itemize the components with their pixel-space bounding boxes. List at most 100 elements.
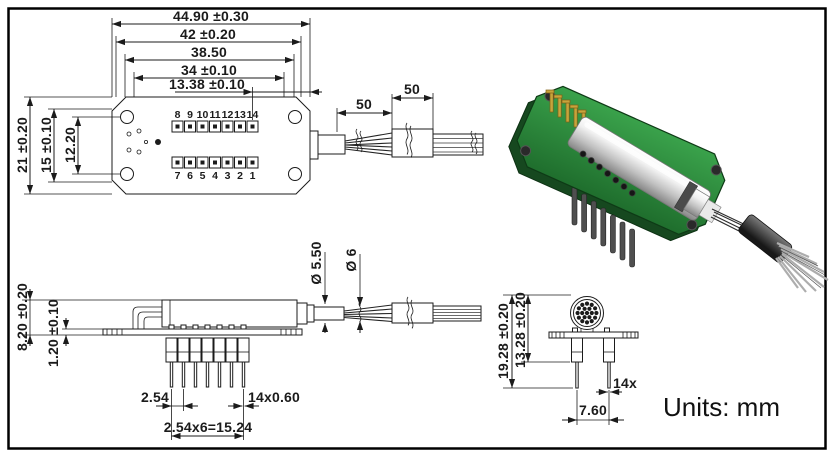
pin-number-row-bottom: 7 6 5 4 3 2 1 <box>175 170 256 182</box>
rect-shape <box>590 200 597 240</box>
circle-shape <box>584 310 590 316</box>
rect-shape <box>188 160 192 165</box>
rect-shape <box>229 361 234 388</box>
path-shape <box>344 142 393 146</box>
boot-snout <box>317 134 346 155</box>
end-cap <box>296 302 308 325</box>
rect-shape <box>571 186 578 226</box>
dim-fiber-length-2: 50 <box>404 81 420 97</box>
dim-fiber-length-1: 50 <box>356 96 372 112</box>
pin-number: 2 <box>237 170 243 182</box>
rect-shape <box>192 324 199 330</box>
dim-body-width: 15 ±0.10 <box>38 117 54 173</box>
top-view: 8 9 10 11 12 13 14 7 6 5 4 3 2 1 <box>14 8 484 195</box>
rect-shape <box>216 324 223 330</box>
dim-hole-span: 34 ±0.10 <box>181 62 237 78</box>
mounting-hole <box>520 145 532 157</box>
rect-shape <box>225 160 230 165</box>
dim-pin-row-span: 2.54x6=15.24 <box>164 419 252 435</box>
pin-number: 8 <box>175 109 181 121</box>
rect-shape <box>168 324 175 330</box>
end-view-dimensions: 19.28 ±0.20 13.28 ±0.20 7.60 14x <box>495 292 637 425</box>
circle-shape <box>136 128 142 134</box>
circle-shape <box>580 310 585 316</box>
pin-stub-top <box>572 327 578 333</box>
rect-shape <box>577 109 587 114</box>
rect-shape <box>610 214 616 254</box>
rect-shape <box>561 99 571 104</box>
path-shape <box>344 132 393 142</box>
rect-shape <box>228 324 235 330</box>
pin-number: 4 <box>212 170 218 182</box>
dim-body-length: 42 ±0.20 <box>180 26 236 42</box>
pin-stubs-top <box>168 324 247 330</box>
side-view: 8.20 ±0.20 1.20 ±0.10 Ø 5.50 Ø 6 2.54 14… <box>14 241 482 440</box>
through-pins <box>169 361 246 388</box>
rect-shape <box>600 207 607 247</box>
rect-shape <box>181 361 186 388</box>
rect-shape <box>225 124 230 129</box>
rect-shape <box>200 160 205 165</box>
path-shape <box>343 304 393 312</box>
pin-number-row-top: 8 9 10 11 12 13 14 <box>175 109 259 121</box>
fiber-fan-shadow-lines <box>778 246 826 289</box>
rect-shape <box>169 361 174 388</box>
module-pins <box>571 186 635 268</box>
circle-shape <box>575 310 580 316</box>
dim-pin-count: 14x <box>613 375 637 391</box>
path-shape <box>344 144 393 148</box>
pin-number: 1 <box>250 170 256 182</box>
dim-body-height: 13.28 ±0.20 <box>512 292 528 368</box>
rect-shape <box>180 324 187 330</box>
rect-shape <box>250 160 255 165</box>
dim-flange-length: 38.50 <box>191 44 227 60</box>
circle-shape <box>582 315 587 320</box>
path-shape <box>343 312 393 316</box>
cable-cross-section-inner <box>573 299 601 327</box>
pcb-end <box>548 331 639 339</box>
package-body-outline <box>111 96 311 195</box>
path-shape <box>343 316 393 323</box>
circle-shape <box>582 306 587 311</box>
mounting-hole <box>120 110 134 124</box>
circle-shape <box>580 302 585 307</box>
circle-shape <box>612 176 620 184</box>
boot-flange <box>309 130 319 160</box>
circle-shape <box>126 131 132 137</box>
header-block <box>571 337 583 363</box>
line-shape <box>780 250 826 276</box>
circle-shape <box>587 315 592 320</box>
path-shape <box>143 316 162 329</box>
path-shape <box>344 137 393 144</box>
fiber-boot <box>698 199 722 224</box>
rect-shape <box>175 160 180 165</box>
rect-shape <box>629 228 635 268</box>
alignment-dot-pattern <box>126 128 161 155</box>
dim-tube-diameter: Ø 6 <box>343 248 359 271</box>
mounting-hole <box>288 167 302 181</box>
rect-shape <box>250 124 255 129</box>
dim-pin14-to-edge: 13.38 ±0.10 <box>169 76 245 92</box>
dim-hole-pitch: 12.20 <box>62 127 78 163</box>
rect-shape <box>241 361 246 388</box>
circle-shape <box>587 306 592 311</box>
line-shape <box>775 257 799 289</box>
rect-shape <box>238 160 242 165</box>
rect-shape <box>240 324 247 330</box>
pin-number: 7 <box>175 170 181 182</box>
through-pin <box>607 361 611 389</box>
line-shape <box>777 256 807 293</box>
dim-pin-row-spacing: 7.60 <box>579 402 607 418</box>
pin-pad-row-bottom <box>171 156 259 169</box>
rect-shape <box>557 96 562 118</box>
rect-shape <box>225 337 238 363</box>
circle-shape <box>580 319 585 324</box>
pcb-side <box>102 328 303 336</box>
rect-shape <box>581 193 587 233</box>
product-photo-3d <box>508 85 829 293</box>
circle-shape <box>143 139 148 144</box>
dim-overall-length: 44.90 ±0.30 <box>173 8 249 24</box>
line-shape <box>779 255 817 292</box>
rect-shape <box>569 104 579 109</box>
